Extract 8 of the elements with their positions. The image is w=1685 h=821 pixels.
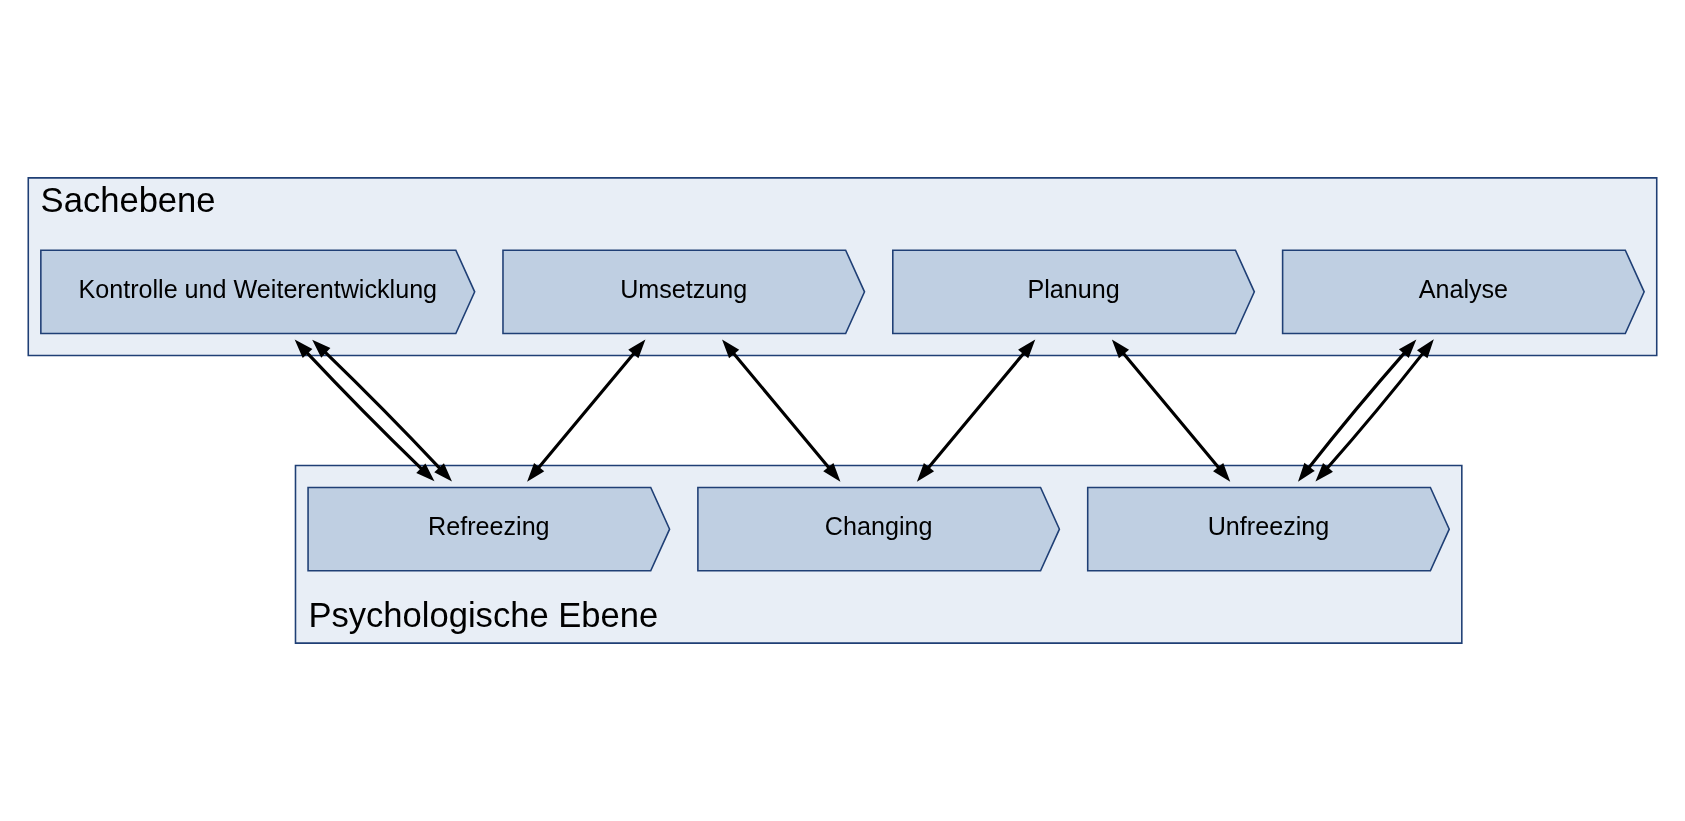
arrow — [722, 339, 841, 482]
arrow — [527, 339, 646, 482]
arrow — [1298, 339, 1417, 482]
arrow — [1111, 339, 1231, 482]
arrow — [1315, 339, 1434, 482]
arrow — [312, 339, 452, 482]
arrow — [916, 339, 1036, 482]
arrow — [294, 339, 435, 482]
